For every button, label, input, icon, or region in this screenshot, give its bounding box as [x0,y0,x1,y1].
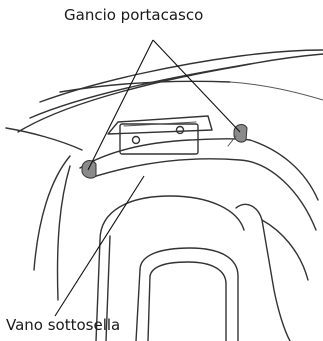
seat-outline [18,50,323,132]
leader-compartment [55,176,144,316]
hook-bracket [108,116,212,154]
storage-compartment-label: Vano sottosella [6,316,120,334]
helmet-hook-right [228,125,247,146]
storage-rim [58,139,319,300]
body-side-left [6,128,82,270]
storage-compartment [96,196,308,341]
helmet-hook-label: Gancio portacasco [64,6,203,24]
helmet-hook-left [82,161,96,179]
